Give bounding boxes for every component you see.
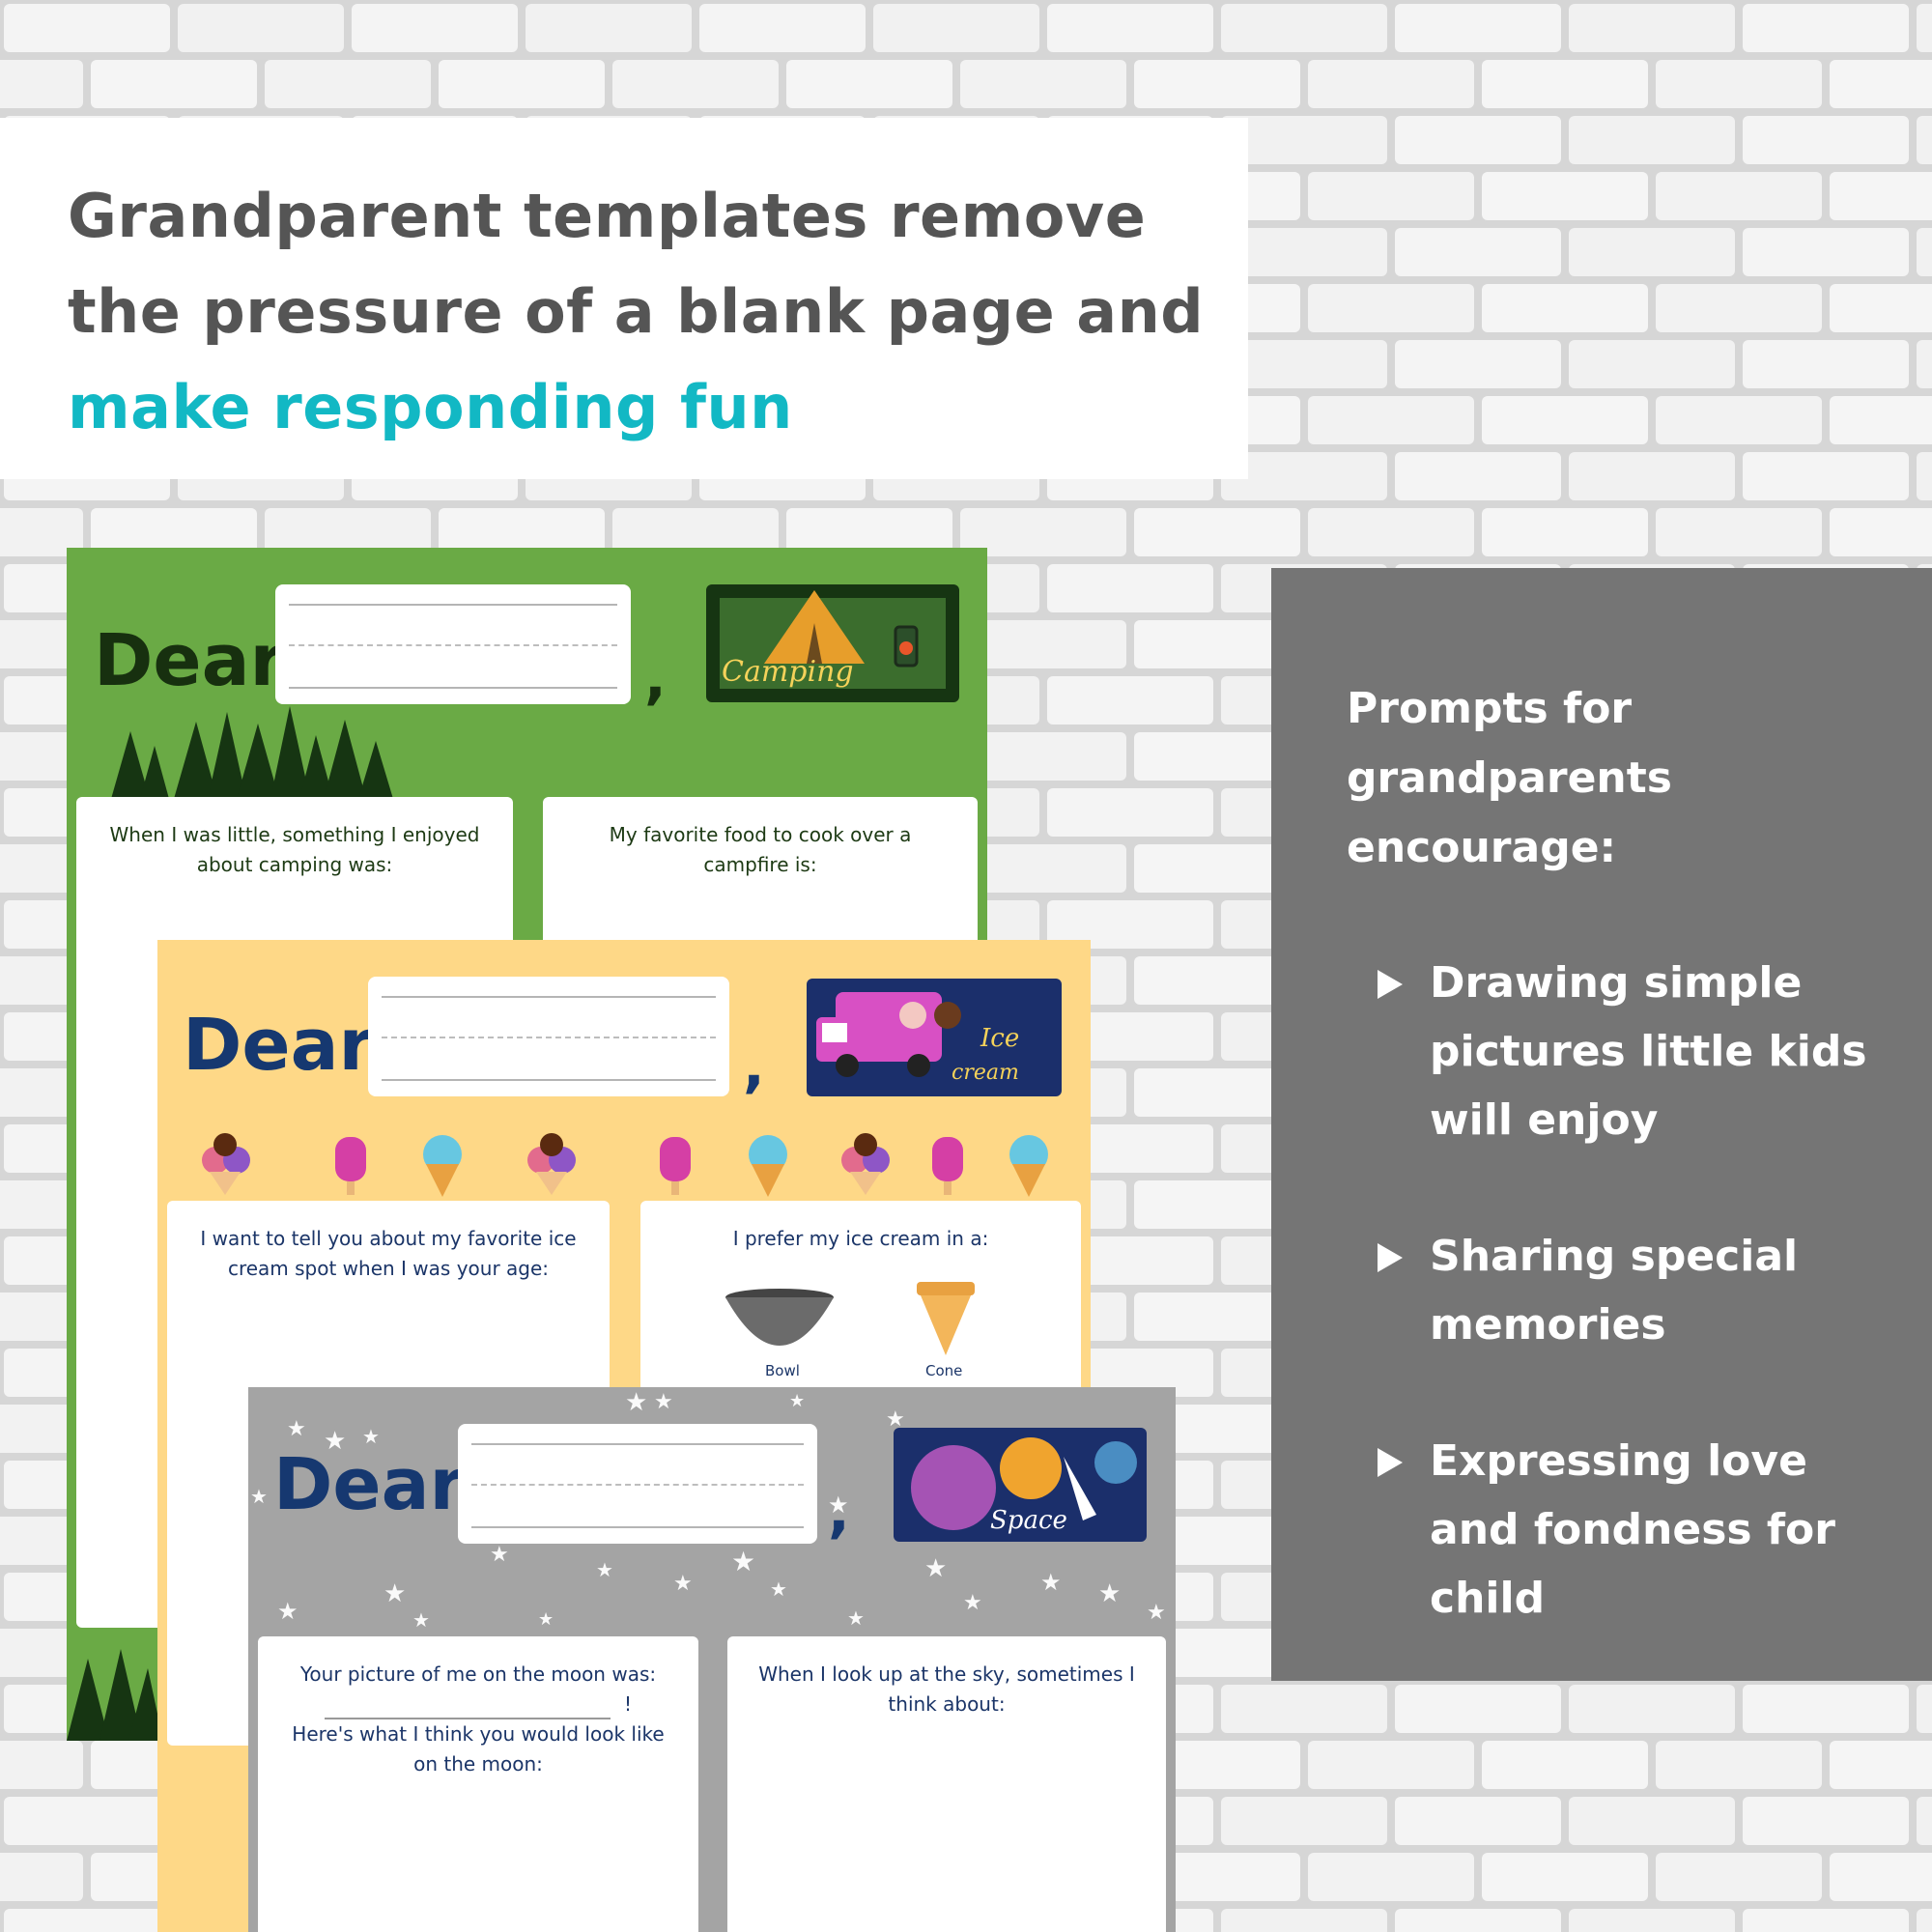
headline-card: Grandparent templates remove the pressur… — [0, 118, 1248, 479]
headline: Grandparent templates remove the pressur… — [68, 168, 1209, 455]
play-triangle-icon — [1378, 1448, 1403, 1477]
svg-text:★: ★ — [789, 1391, 805, 1411]
space-prompt-1-line1: Your picture of me on the moon was: — [299, 1662, 657, 1686]
svg-text:★: ★ — [673, 1572, 693, 1596]
camping-stamp-label: Camping — [722, 655, 854, 689]
ice-cream-row-icons — [202, 1133, 1048, 1197]
planet-icon — [911, 1445, 996, 1530]
icecream-stamp: Ice cream — [807, 979, 1062, 1096]
prompts-list: Drawing simple pictures little kids will… — [1347, 949, 1893, 1633]
icecream-prompt-2-text: I prefer my ice cream in a: — [732, 1227, 989, 1250]
space-stamp: Space — [894, 1428, 1147, 1542]
prompts-panel-title: Prompts for grandparents encourage: — [1347, 684, 1672, 872]
space-dear-label: Dear — [273, 1443, 466, 1526]
svg-text:★: ★ — [1040, 1569, 1062, 1596]
headline-accent-text: make responding fun — [68, 372, 793, 442]
icecream-dear-label: Dear — [183, 1004, 375, 1087]
camping-stamp: Camping — [706, 584, 959, 702]
icecream-stamp-label-2: cream — [952, 1061, 1019, 1085]
svg-text:★: ★ — [770, 1577, 787, 1601]
svg-text:★: ★ — [324, 1427, 346, 1456]
icecream-prompt-box-2[interactable]: I prefer my ice cream in a: — [640, 1201, 1081, 1394]
prompts-list-item: Sharing special memories — [1347, 1222, 1893, 1359]
space-prompt-1-blank-row: ! — [283, 1690, 673, 1719]
svg-text:★: ★ — [847, 1606, 865, 1630]
prompts-list-item: Drawing simple pictures little kids will… — [1347, 949, 1893, 1154]
svg-text:★: ★ — [625, 1388, 647, 1417]
headline-text: Grandparent templates remove the pressur… — [68, 181, 1205, 347]
space-prompt-box-2[interactable]: When I look up at the sky, sometimes I t… — [727, 1636, 1166, 1932]
icecream-prompt-1-text: I want to tell you about my favorite ice… — [200, 1227, 577, 1280]
play-triangle-icon — [1378, 970, 1403, 999]
pine-trees-bottom-icon — [67, 1649, 163, 1741]
svg-text:★: ★ — [538, 1609, 554, 1630]
icecream-name-field[interactable] — [368, 977, 729, 1096]
svg-text:★: ★ — [362, 1425, 380, 1448]
svg-text:★: ★ — [731, 1546, 755, 1577]
svg-text:★: ★ — [412, 1608, 430, 1632]
play-triangle-icon — [1378, 1243, 1403, 1272]
svg-text:★: ★ — [277, 1598, 298, 1625]
svg-text:★: ★ — [596, 1558, 613, 1581]
prompts-list-item-text: Sharing special memories — [1430, 1232, 1799, 1350]
stars-pattern-icon: ★★★ ★★★ ★★★ ★★★ ★★★ ★★★ ★★★ ★★★ — [250, 1388, 1166, 1632]
space-prompt-1-line3: Here's what I think you would look like … — [292, 1722, 665, 1776]
icecream-stamp-label-1: Ice — [980, 1024, 1019, 1053]
rocket-icon — [1064, 1457, 1096, 1520]
cone-label: Cone — [925, 1362, 963, 1379]
space-blank-line[interactable] — [324, 1698, 611, 1719]
svg-text:★: ★ — [287, 1417, 306, 1441]
camping-dear-label: Dear — [94, 619, 286, 702]
svg-text:★: ★ — [654, 1390, 673, 1414]
camping-prompt-1-text: When I was little, something I enjoyed a… — [109, 823, 480, 876]
svg-text:★: ★ — [963, 1591, 982, 1615]
space-letter-sheet: ★★★ ★★★ ★★★ ★★★ ★★★ ★★★ ★★★ ★★★ Dear , S… — [248, 1387, 1176, 1932]
space-prompt-2-text: When I look up at the sky, sometimes I t… — [758, 1662, 1135, 1716]
space-prompt-box-1[interactable]: Your picture of me on the moon was: ! He… — [258, 1636, 698, 1932]
bowl-label: Bowl — [765, 1362, 800, 1379]
svg-text:★: ★ — [490, 1543, 509, 1567]
space-prompt-1-exclaim: ! — [623, 1692, 633, 1716]
svg-text:★: ★ — [924, 1554, 947, 1583]
svg-text:★: ★ — [384, 1579, 406, 1608]
space-stamp-label: Space — [990, 1506, 1067, 1535]
svg-text:★: ★ — [828, 1492, 849, 1519]
svg-text:★: ★ — [886, 1407, 905, 1432]
prompts-list-item-text: Drawing simple pictures little kids will… — [1430, 958, 1867, 1145]
pine-trees-icon — [111, 706, 393, 799]
camping-prompt-2-text: My favorite food to cook over a campfire… — [609, 823, 912, 876]
prompts-list-item: Expressing love and fondness for child — [1347, 1427, 1893, 1633]
bowl-icon[interactable] — [724, 1288, 836, 1351]
camping-comma: , — [644, 644, 667, 712]
cone-icon[interactable] — [915, 1280, 977, 1357]
prompts-panel: Prompts for grandparents encourage: Draw… — [1271, 568, 1932, 1681]
svg-text:★: ★ — [1098, 1579, 1121, 1608]
prompts-list-item-text: Expressing love and fondness for child — [1430, 1436, 1835, 1623]
space-comma: , — [828, 1478, 850, 1546]
camping-name-field[interactable] — [275, 584, 631, 704]
svg-text:★: ★ — [1147, 1601, 1166, 1625]
icecream-comma: , — [743, 1033, 765, 1100]
space-name-field[interactable] — [458, 1424, 817, 1544]
svg-text:★: ★ — [250, 1485, 268, 1508]
